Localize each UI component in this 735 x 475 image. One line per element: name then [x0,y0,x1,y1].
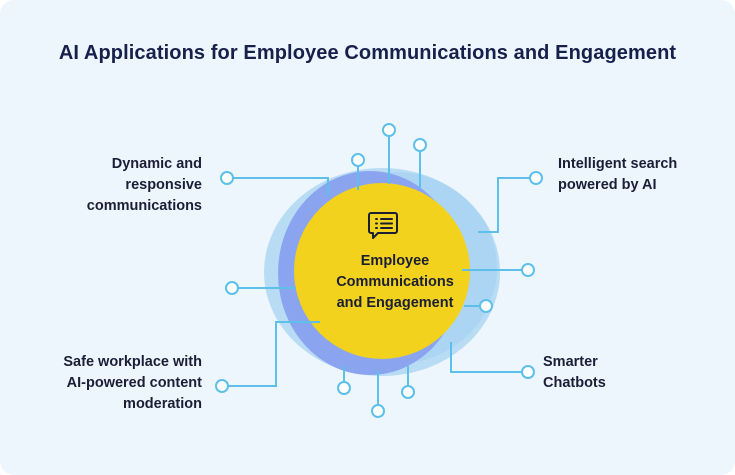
circuit-lines [228,136,530,405]
node-top-left [351,153,365,167]
node-upper-left [220,171,234,185]
node-upper-right [529,171,543,185]
node-top [382,123,396,137]
node-right-lower [479,299,493,313]
core-circle [294,183,470,359]
center-label: Employee Communications and Engagement [336,253,454,311]
label-smarter-chatbots: Smarter Chatbots [543,354,606,391]
node-right [521,263,535,277]
label-intelligent-search: Intelligent search powered by AI [558,156,678,193]
chat-list-icon [368,212,398,239]
circuit-nodes [215,123,543,418]
node-lower-left [215,379,229,393]
label-safe-workplace: Safe workplace with AI-powered content m… [63,354,202,412]
node-lower-right [521,365,535,379]
page-title: AI Applications for Employee Communicati… [58,42,677,64]
node-left [225,281,239,295]
node-top-right [413,138,427,152]
label-dynamic-communications: Dynamic and responsive communications [86,156,202,214]
node-bottom-right [401,385,415,399]
node-bottom [371,404,385,418]
node-bottom-left [337,381,351,395]
